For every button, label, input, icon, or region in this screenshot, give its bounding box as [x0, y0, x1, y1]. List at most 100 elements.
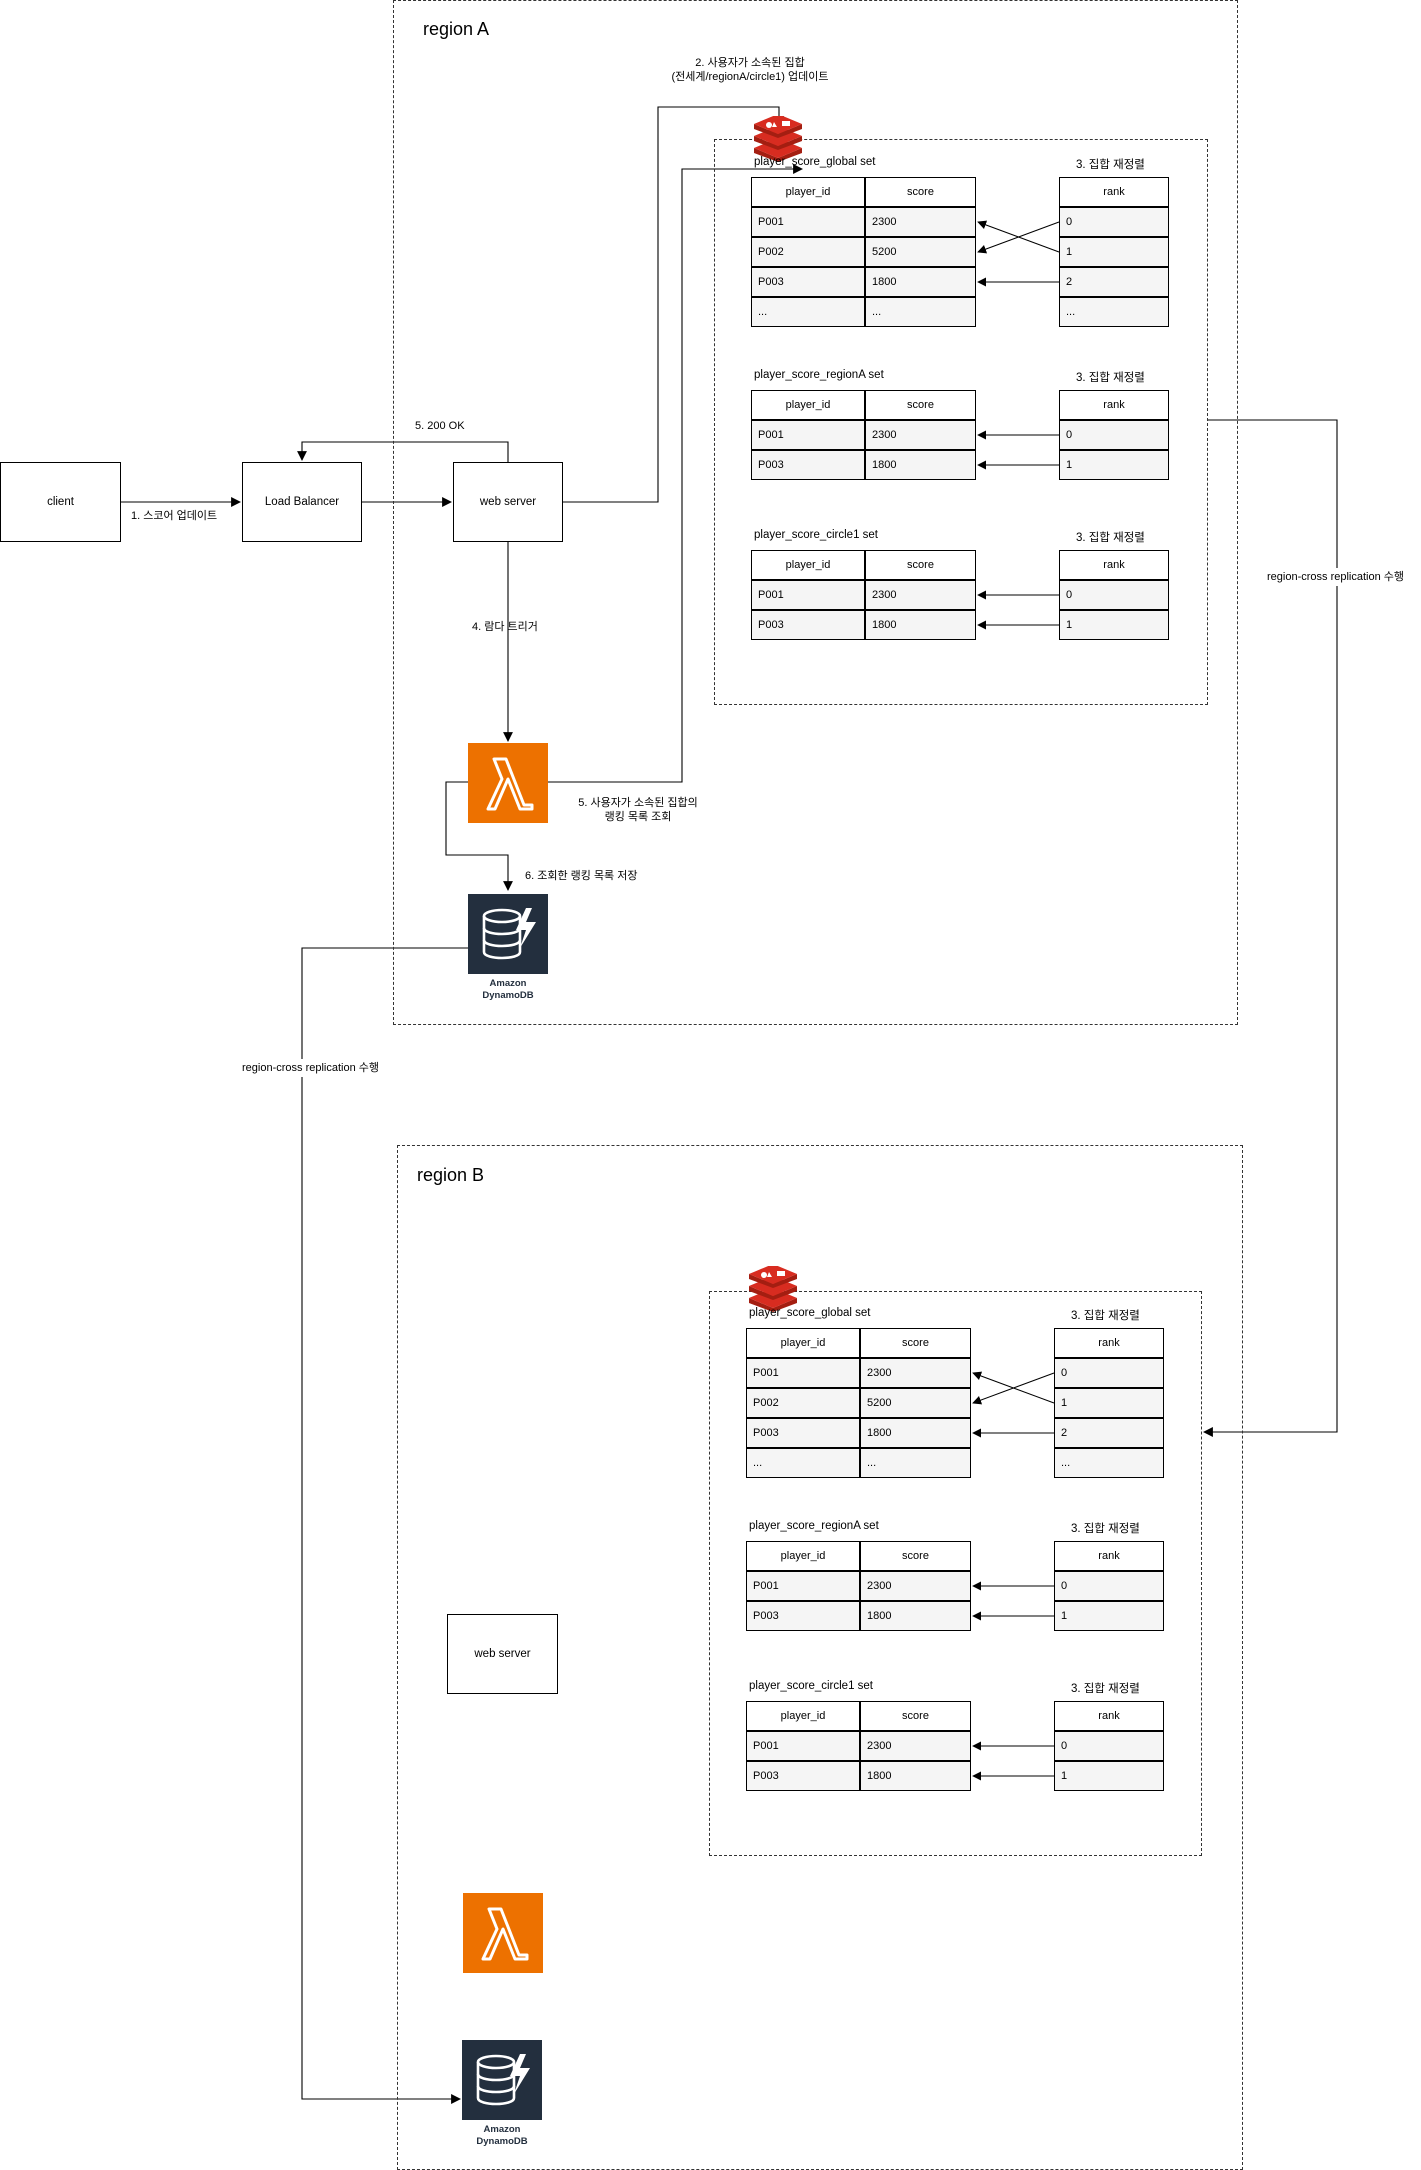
redis-b-icon[interactable] — [747, 1264, 799, 1312]
header-score: score — [860, 1541, 971, 1571]
region-b-title: region B — [417, 1165, 485, 1185]
header-player_id: player_id — [746, 1328, 860, 1358]
region-a-title: region A — [423, 19, 490, 39]
region-a-boundary — [393, 0, 1238, 1025]
load-balancer-node[interactable]: Load Balancer — [242, 462, 362, 542]
header-player_id: player_id — [751, 177, 865, 207]
replication-label-redis: region-cross replication 수행 — [1267, 568, 1405, 586]
header-rank: rank — [1054, 1541, 1164, 1571]
dynamodb-caption: Amazon DynamoDB — [458, 978, 558, 1002]
client-node[interactable]: client — [0, 462, 121, 542]
dynamodb-b-icon[interactable] — [462, 2040, 542, 2120]
dynamodb-caption-line1: Amazon — [489, 978, 527, 989]
set-title-global: player_score_global set — [749, 1307, 871, 1319]
dynamodb-icon[interactable] — [468, 894, 548, 974]
cell-score: 1800 — [860, 1601, 971, 1631]
step3-label: 3. 집합 재정렬 — [1076, 532, 1145, 544]
step5-label-line2: 랭킹 목록 조회 — [604, 811, 672, 823]
step1-label: 1. 스코어 업데이트 — [131, 510, 218, 522]
set-title-regionA: player_score_regionA set — [754, 369, 884, 381]
cell-rank: ... — [1059, 297, 1169, 327]
redis-cluster-a — [714, 139, 1208, 705]
cell-score: 1800 — [865, 610, 976, 640]
edge-ddb-replication — [301, 947, 468, 2104]
header-player_id: player_id — [751, 390, 865, 420]
step2-label-line1: 2. 사용자가 소속된 집합 — [695, 57, 805, 69]
cell-player_id: ... — [746, 1448, 860, 1478]
step3-label: 3. 집합 재정렬 — [1071, 1310, 1140, 1322]
lambda-b-icon[interactable] — [463, 1893, 543, 1973]
header-player_id: player_id — [746, 1701, 860, 1731]
cell-player_id: P003 — [746, 1418, 860, 1448]
cell-score: 5200 — [865, 237, 976, 267]
step6-label: 6. 조회한 랭킹 목록 저장 — [525, 870, 638, 882]
cell-player_id: P003 — [751, 450, 865, 480]
step5-ok-label: 5. 200 OK — [415, 420, 465, 432]
cell-score: 2300 — [865, 420, 976, 450]
step2-label: 2. 사용자가 소속된 집합 (전세계/regionA/circle1) 업데이… — [660, 56, 840, 84]
cell-player_id: P001 — [751, 420, 865, 450]
redis-icon[interactable] — [752, 114, 804, 162]
set-title-circle1: player_score_circle1 set — [754, 529, 879, 541]
cell-player_id: P001 — [751, 207, 865, 237]
step3-label: 3. 집합 재정렬 — [1071, 1683, 1140, 1695]
cell-player_id: P002 — [746, 1388, 860, 1418]
cell-score: 2300 — [860, 1358, 971, 1388]
cell-player_id: P001 — [751, 580, 865, 610]
dynamodb-caption-line2: DynamoDB — [482, 990, 534, 1001]
set-title-regionA: player_score_regionA set — [749, 1520, 879, 1532]
cell-player_id: P002 — [751, 237, 865, 267]
header-rank: rank — [1059, 550, 1169, 580]
cell-score: 2300 — [865, 580, 976, 610]
dynamodb-b-caption-line2: DynamoDB — [476, 2136, 528, 2147]
rank-arrow — [972, 1371, 1055, 1404]
cell-score: 2300 — [865, 207, 976, 237]
cell-rank: ... — [1054, 1448, 1164, 1478]
lambda-icon[interactable] — [468, 743, 548, 823]
cell-rank: 2 — [1059, 267, 1169, 297]
edge-lambda-ddb — [445, 781, 513, 891]
cell-rank: 1 — [1059, 237, 1169, 267]
cell-player_id: P001 — [746, 1731, 860, 1761]
redis-cluster-b — [709, 1291, 1202, 1856]
edge-web-lb-ok — [297, 441, 509, 462]
cell-score: ... — [865, 297, 976, 327]
web-server-b-node[interactable]: web server — [447, 1614, 558, 1694]
cell-player_id: P003 — [751, 267, 865, 297]
edge-web-redis — [563, 106, 784, 503]
cell-score: ... — [860, 1448, 971, 1478]
cell-rank: 0 — [1054, 1571, 1164, 1601]
header-score: score — [860, 1328, 971, 1358]
header-rank: rank — [1059, 177, 1169, 207]
cell-score: 2300 — [860, 1571, 971, 1601]
rank-arrow — [977, 220, 1060, 253]
cell-score: 1800 — [865, 267, 976, 297]
header-score: score — [865, 390, 976, 420]
cell-rank: 0 — [1054, 1358, 1164, 1388]
header-player_id: player_id — [746, 1541, 860, 1571]
step5-label: 5. 사용자가 소속된 집합의 랭킹 목록 조회 — [568, 796, 708, 824]
set-title-circle1: player_score_circle1 set — [749, 1680, 874, 1692]
step4-label: 4. 람다 트리거 — [472, 621, 538, 633]
edge-redis-replication — [1203, 419, 1338, 1437]
cell-score: 5200 — [860, 1388, 971, 1418]
cell-score: 1800 — [860, 1761, 971, 1791]
cell-score: 1800 — [860, 1418, 971, 1448]
header-rank: rank — [1054, 1701, 1164, 1731]
cell-rank: 2 — [1054, 1418, 1164, 1448]
web-server-label: web server — [479, 496, 537, 508]
step5-label-line1: 5. 사용자가 소속된 집합의 — [578, 797, 698, 809]
cell-rank: 1 — [1059, 610, 1169, 640]
cell-player_id: P003 — [751, 610, 865, 640]
cell-player_id: P003 — [746, 1761, 860, 1791]
step3-label: 3. 집합 재정렬 — [1071, 1523, 1140, 1535]
step2-label-line2: (전세계/regionA/circle1) 업데이트 — [671, 71, 829, 83]
header-score: score — [860, 1701, 971, 1731]
cell-player_id: P003 — [746, 1601, 860, 1631]
cell-player_id: P001 — [746, 1358, 860, 1388]
web-server-node[interactable]: web server — [453, 462, 563, 542]
dynamodb-b-caption-line1: Amazon — [483, 2124, 521, 2135]
edge-lambda-redis — [548, 164, 803, 783]
cell-rank: 0 — [1059, 420, 1169, 450]
